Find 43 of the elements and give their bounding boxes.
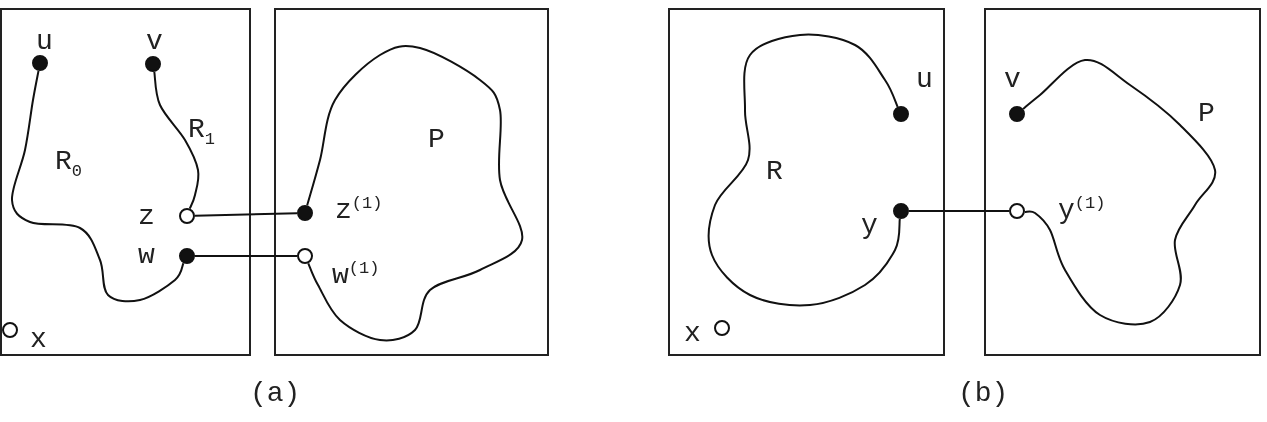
- subfigure-caption: (b): [958, 380, 1009, 408]
- vertex-label: v: [1004, 66, 1021, 94]
- path-curve: [707, 33, 901, 307]
- vertex-label: z: [138, 203, 155, 231]
- vertex-label: w$^{(1)}$: [332, 258, 380, 291]
- vertex-label: x: [30, 326, 47, 354]
- vertex-label: y: [861, 212, 878, 240]
- filled-vertex: [145, 56, 161, 72]
- path-curve: [153, 70, 200, 210]
- vertex-label: z$^{(1)}$: [335, 193, 383, 226]
- panel-frame: [984, 8, 1261, 356]
- panel-frame: [274, 8, 549, 356]
- filled-vertex: [32, 55, 48, 71]
- hollow-vertex: [297, 248, 313, 264]
- edge-label: P: [428, 126, 445, 154]
- path-curve: [1022, 58, 1217, 326]
- edge-label: R$_{1}$: [188, 116, 215, 151]
- filled-vertex: [297, 205, 313, 221]
- edge-label: P: [1198, 100, 1215, 128]
- vertex-label: w: [138, 242, 155, 270]
- panel-frame: [668, 8, 945, 356]
- connecting-line: [908, 210, 1010, 212]
- vertex-label: u: [916, 66, 933, 94]
- subfigure-caption: (a): [250, 380, 301, 408]
- hollow-vertex: [1009, 203, 1025, 219]
- hollow-vertex: [179, 208, 195, 224]
- vertex-label: u: [36, 28, 53, 56]
- connecting-line: [194, 212, 298, 217]
- edge-label: R$_{0}$: [55, 148, 82, 183]
- edge-label: R: [766, 158, 783, 186]
- filled-vertex: [1009, 106, 1025, 122]
- vertex-label: y$^{(1)}$: [1058, 193, 1106, 226]
- path-curve: [306, 45, 524, 342]
- filled-vertex: [179, 248, 195, 264]
- filled-vertex: [893, 203, 909, 219]
- connecting-line: [194, 255, 298, 257]
- vertex-label: v: [146, 28, 163, 56]
- vertex-label: x: [684, 320, 701, 348]
- hollow-vertex: [714, 320, 730, 336]
- filled-vertex: [893, 106, 909, 122]
- path-curve: [11, 69, 185, 303]
- panel-frame: [0, 8, 251, 356]
- hollow-vertex: [2, 322, 18, 338]
